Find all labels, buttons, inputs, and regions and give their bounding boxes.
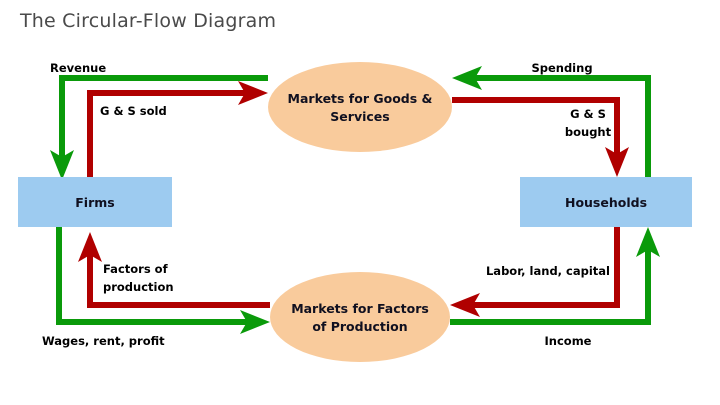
- flow-arrow-wages-rent-profit: [56, 227, 270, 334]
- flow-arrow-revenue: [50, 75, 268, 180]
- page-title: The Circular-Flow Diagram: [20, 10, 277, 32]
- flow-label-gs-bought-line1: G & S: [570, 107, 606, 121]
- markets-for-goods-label-line1: Markets for Goods &: [288, 91, 433, 106]
- firms-label: Firms: [75, 195, 114, 210]
- flow-label-income: Income: [545, 334, 592, 348]
- flow-label-spending: Spending: [531, 61, 592, 75]
- node-firms[interactable]: Firms: [18, 177, 172, 227]
- households-label: Households: [565, 195, 647, 210]
- node-households[interactable]: Households: [520, 177, 692, 227]
- flow-label-gs-bought-line2: bought: [565, 125, 612, 139]
- node-markets-for-goods-and-services[interactable]: Markets for Goods & Services: [268, 62, 452, 152]
- node-markets-for-factors-of-production[interactable]: Markets for Factors of Production: [270, 272, 450, 362]
- flow-arrow-income: [450, 227, 660, 325]
- flow-label-wages-rent-profit: Wages, rent, profit: [42, 334, 165, 348]
- flow-arrow-spending: [452, 66, 651, 177]
- markets-for-factors-label-line2: of Production: [312, 319, 407, 334]
- flow-arrow-labor-land-capital: [450, 227, 620, 317]
- markets-for-goods-label-line2: Services: [330, 109, 389, 124]
- flow-label-factors-of-production-line1: Factors of: [103, 262, 169, 276]
- flow-label-revenue: Revenue: [50, 61, 106, 75]
- flow-label-factors-of-production-line2: production: [103, 280, 174, 294]
- flow-label-labor-land-capital: Labor, land, capital: [486, 264, 610, 278]
- flow-arrow-factors-of-production: [78, 232, 270, 308]
- flow-label-gs-sold: G & S sold: [100, 104, 167, 118]
- markets-for-factors-label-line1: Markets for Factors: [291, 301, 429, 316]
- flow-arrow-gs-bought: [452, 97, 629, 177]
